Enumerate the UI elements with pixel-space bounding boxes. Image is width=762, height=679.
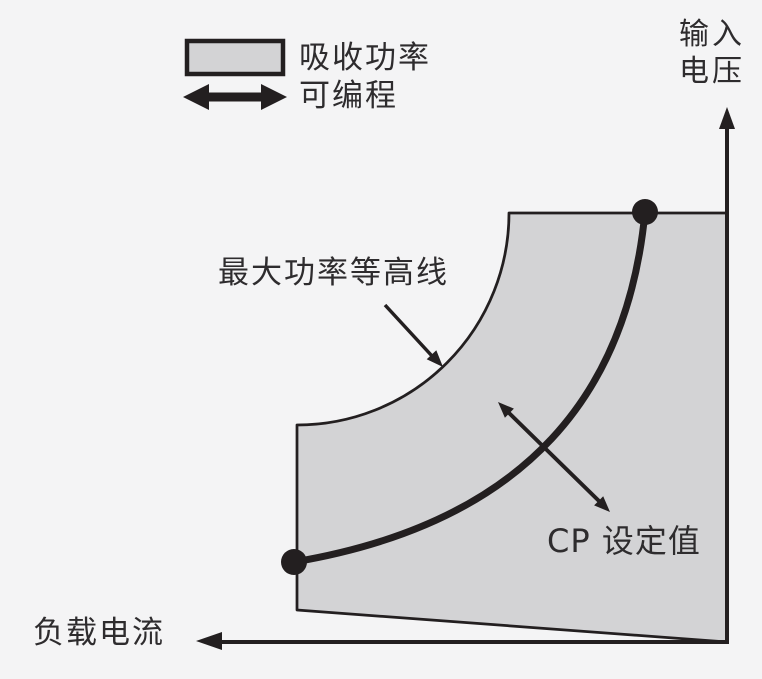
cp-arrow-line — [506, 410, 602, 504]
max-power-contour-curve — [290, 208, 649, 566]
contour-pointer-line — [383, 303, 434, 358]
down-right-arrow-icon — [426, 350, 443, 367]
double-headed-arrow-icon — [183, 84, 287, 110]
legend-label: 吸收功率 可编程 — [299, 39, 431, 115]
cp-setpoint-label: CP 设定值 — [547, 522, 701, 560]
legend-label-line1: 吸收功率 — [299, 40, 431, 76]
cp-arrowhead-upleft-icon — [498, 402, 514, 418]
cp-arrowhead-downright-icon — [594, 496, 610, 512]
y-axis-label: 输入 电压 — [672, 16, 752, 90]
left-arrow-icon — [196, 632, 222, 650]
y-axis-label-line1: 输入 — [679, 17, 745, 52]
legend-label-line2: 可编程 — [299, 78, 398, 114]
curve-endpoint-bottom-dot — [281, 549, 307, 575]
max-power-contour-label: 最大功率等高线 — [218, 255, 449, 291]
x-axis-label: 负载电流 — [33, 615, 165, 651]
curve-endpoint-top-dot — [632, 199, 658, 225]
y-axis-label-line2: 电压 — [679, 54, 745, 89]
up-arrow-icon — [719, 107, 735, 129]
legend-swatch-rectangle — [184, 38, 286, 77]
